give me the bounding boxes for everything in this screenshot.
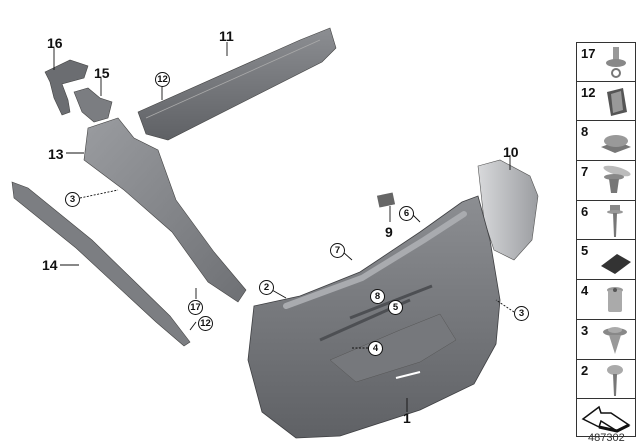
- callout-13: 13: [48, 146, 64, 162]
- legend-number: 2: [581, 362, 589, 378]
- legend-item-8[interactable]: 8: [576, 121, 636, 162]
- legend-item-3[interactable]: 3: [576, 319, 636, 360]
- callout-12-top: 12: [155, 72, 170, 87]
- callout-9: 9: [385, 224, 393, 240]
- legend-number: 6: [581, 203, 589, 219]
- callout-3-right: 3: [514, 306, 529, 321]
- parts-illustration: [11, 27, 539, 439]
- callout-1: 1: [403, 410, 411, 426]
- callout-17: 17: [188, 300, 203, 315]
- callout-2: 2: [259, 280, 274, 295]
- callout-7: 7: [330, 243, 345, 258]
- leader-lines: [53, 42, 515, 412]
- diagram-code: 487302: [588, 432, 625, 444]
- page-arrow-icon: [581, 405, 631, 433]
- callout-10: 10: [503, 144, 519, 160]
- trim-clip-icon: [603, 165, 631, 194]
- legend-number: 3: [581, 322, 589, 338]
- legend-item-17[interactable]: 17: [576, 42, 636, 82]
- legend-item-4[interactable]: 4: [576, 280, 636, 320]
- push-rivet-icon: [603, 326, 627, 354]
- legend-number: 4: [581, 283, 589, 299]
- round-pad-icon: [601, 135, 631, 154]
- legend-item-6[interactable]: 6: [576, 200, 636, 241]
- clip-nut-icon: [607, 87, 627, 116]
- legend-number: 7: [581, 164, 589, 180]
- callout-4: 4: [368, 341, 383, 356]
- stud-bolt-icon: [606, 47, 626, 78]
- pan-screw-icon: [607, 364, 623, 396]
- callout-14: 14: [42, 257, 58, 273]
- legend-number: 5: [581, 243, 589, 259]
- legend-arrow-box[interactable]: [576, 399, 636, 438]
- callout-15: 15: [94, 65, 110, 81]
- legend-number: 12: [581, 84, 596, 100]
- hex-screw-icon: [607, 204, 623, 237]
- foam-pad-icon: [601, 254, 631, 275]
- legend-number: 17: [581, 46, 596, 61]
- legend-item-12[interactable]: 12: [576, 81, 636, 122]
- callout-11: 11: [219, 28, 234, 44]
- fastener-legend: 17 12 8 7 6 5 4 3 2: [576, 42, 636, 438]
- expansion-nut-icon: [607, 287, 623, 313]
- callout-8: 8: [370, 289, 385, 304]
- callout-5: 5: [388, 300, 403, 315]
- callout-12-bottom: 12: [198, 316, 213, 331]
- callout-6: 6: [399, 206, 414, 221]
- legend-item-2[interactable]: 2: [576, 359, 636, 400]
- callout-16: 16: [47, 35, 63, 51]
- legend-item-5[interactable]: 5: [576, 240, 636, 281]
- legend-item-7[interactable]: 7: [576, 161, 636, 201]
- legend-number: 8: [581, 124, 589, 140]
- parts-diagram: 16 15 11 13 14 10 9 1 12 3 17 12 2 7 6 8…: [11, 27, 539, 439]
- callout-3-left: 3: [65, 192, 80, 207]
